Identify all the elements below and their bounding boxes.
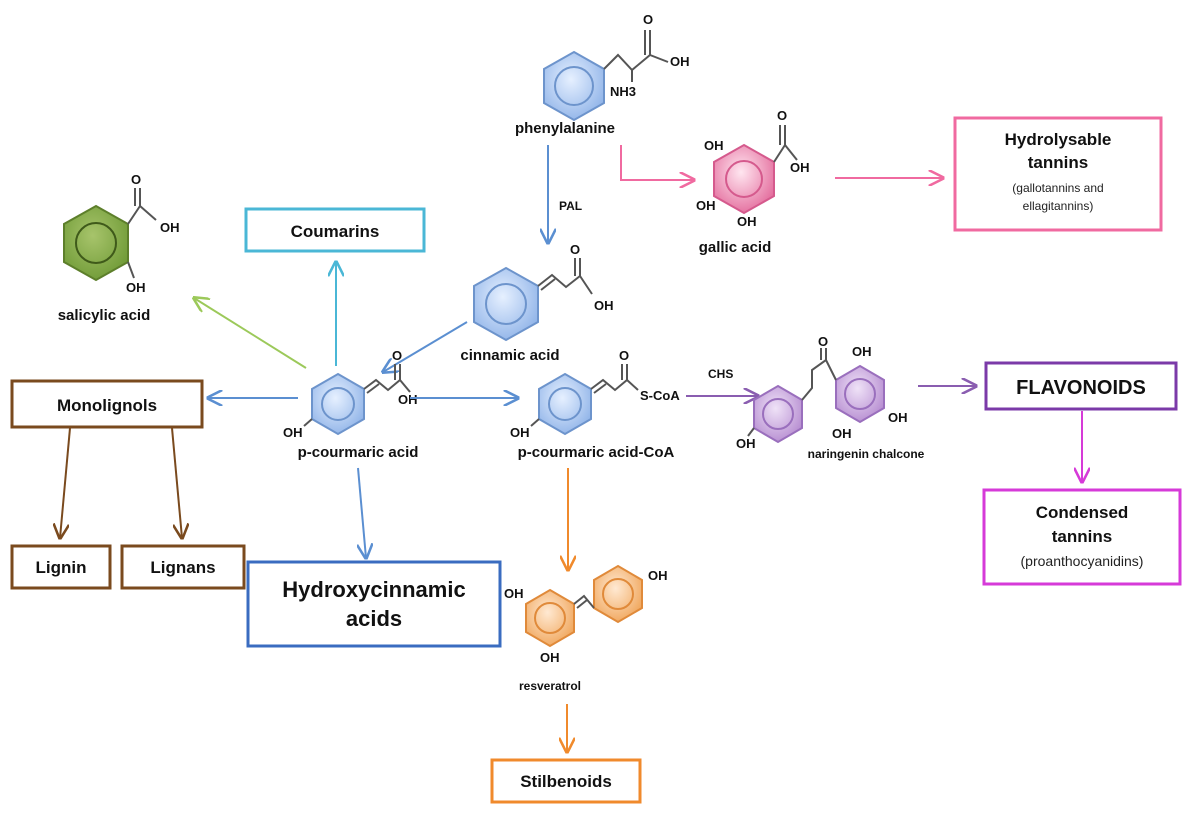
lignin-label: Lignin <box>36 558 87 577</box>
hydrolysable-tannins-box <box>953 116 1163 232</box>
chalcone-oh3-label: OH <box>832 426 852 441</box>
salicylic-oh-label: OH <box>126 280 146 295</box>
salicylic-o-label: O <box>131 172 141 187</box>
p-coumaric-acid-coa-label: p-courmaric acid-CoA <box>518 444 675 461</box>
pcoumaric-carboxyl-oh-label: OH <box>398 392 418 407</box>
condensed-sub: (proanthocyanidins) <box>1021 553 1144 569</box>
pal-enzyme-label: PAL <box>559 199 582 213</box>
cinnamic-oh-label: OH <box>594 298 614 313</box>
flavonoids-box <box>984 361 1178 411</box>
carbonyl-o-label: O <box>643 12 653 27</box>
chs-enzyme-label: CHS <box>708 367 733 381</box>
hydrolysable-title-line2: tannins <box>1028 153 1088 172</box>
cinnamic-acid-structure: O OH <box>473 242 614 342</box>
condensed-tannins-box <box>982 488 1182 586</box>
salicylic-acid-label: salicylic acid <box>58 307 151 324</box>
resveratrol-oh1-label: OH <box>504 586 524 601</box>
pcoumaric-oh-label: OH <box>283 425 303 440</box>
resveratrol-structure: OH OH OH <box>504 564 668 665</box>
resveratrol-oh2-label: OH <box>648 568 668 583</box>
scoa-label: S-CoA <box>640 388 680 403</box>
condensed-line1: Condensed <box>1036 503 1129 522</box>
to-salicylic-arrow <box>194 298 307 369</box>
chalcone-o-label: O <box>818 334 828 349</box>
coa-o-label: O <box>619 348 629 363</box>
gallic-carboxyl-oh-label: OH <box>790 160 810 175</box>
phenylalanine-label: phenylalanine <box>515 120 615 137</box>
gallic-oh1-label: OH <box>704 138 724 153</box>
hydrolysable-sub-line2: ellagitannins) <box>1023 199 1094 213</box>
lignans-box <box>120 544 246 590</box>
stilbenoids-label: Stilbenoids <box>520 772 612 791</box>
resveratrol-oh3-label: OH <box>540 650 560 665</box>
stilbenoids-box <box>490 758 642 804</box>
lignin-box <box>10 544 112 590</box>
coumarins-box <box>244 207 426 253</box>
hydroxycinnamic-acids-box <box>246 560 502 648</box>
chalcone-oh4-label: OH <box>736 436 756 451</box>
to-lignin-arrow <box>60 427 71 538</box>
flavonoids-label: FLAVONOIDS <box>1016 377 1146 399</box>
lignans-label: Lignans <box>150 558 215 577</box>
coa-oh-label: OH <box>510 425 530 440</box>
chalcone-oh2-label: OH <box>888 410 908 425</box>
cinnamic-o-label: O <box>570 242 580 257</box>
nh3-label: NH3 <box>610 84 636 99</box>
hydrolysable-sub-line1: (gallotannins and <box>1012 181 1103 195</box>
cinnamic-acid-label: cinnamic acid <box>460 347 559 364</box>
salicylic-acid-structure: O OH OH <box>63 172 180 295</box>
hydroxycinnamic-line1: Hydroxycinnamic <box>282 577 465 602</box>
gallic-oh2-label: OH <box>696 198 716 213</box>
salicylic-carboxyl-oh-label: OH <box>160 220 180 235</box>
hydroxycinnamic-line2: acids <box>346 606 402 631</box>
gallic-acid-label: gallic acid <box>699 239 772 256</box>
condensed-line2: tannins <box>1052 527 1112 546</box>
gallic-o-label: O <box>777 108 787 123</box>
resveratrol-label: resveratrol <box>519 679 581 693</box>
p-coumaric-acid-structure: O OH OH <box>283 348 418 440</box>
gallic-oh3-label: OH <box>737 214 757 229</box>
p-coumaric-coa-structure: O S-CoA OH <box>510 348 680 440</box>
coumarins-label: Coumarins <box>291 222 380 241</box>
naringenin-chalcone-label: naringenin chalcone <box>808 447 925 461</box>
to-hydroxycinnamic-arrow <box>358 467 366 558</box>
gallic-acid-structure: O OH OH OH OH <box>696 108 810 229</box>
cinnamic-to-pcoumaric-arrow <box>383 321 468 372</box>
chalcone-oh1-label: OH <box>852 344 872 359</box>
monolignols-label: Monolignols <box>57 396 157 415</box>
to-lignans-arrow <box>171 427 182 538</box>
to-gallic-acid-arrow <box>620 145 694 180</box>
pcoumaric-o-label: O <box>392 348 402 363</box>
monolignols-box <box>10 379 204 429</box>
phenylalanine-structure: O OH NH3 <box>543 12 690 122</box>
naringenin-chalcone-structure: O OH OH OH OH <box>736 334 908 451</box>
carboxyl-oh-label: OH <box>670 54 690 69</box>
hydrolysable-title-line1: Hydrolysable <box>1005 130 1112 149</box>
p-coumaric-acid-label: p-courmaric acid <box>298 444 419 461</box>
